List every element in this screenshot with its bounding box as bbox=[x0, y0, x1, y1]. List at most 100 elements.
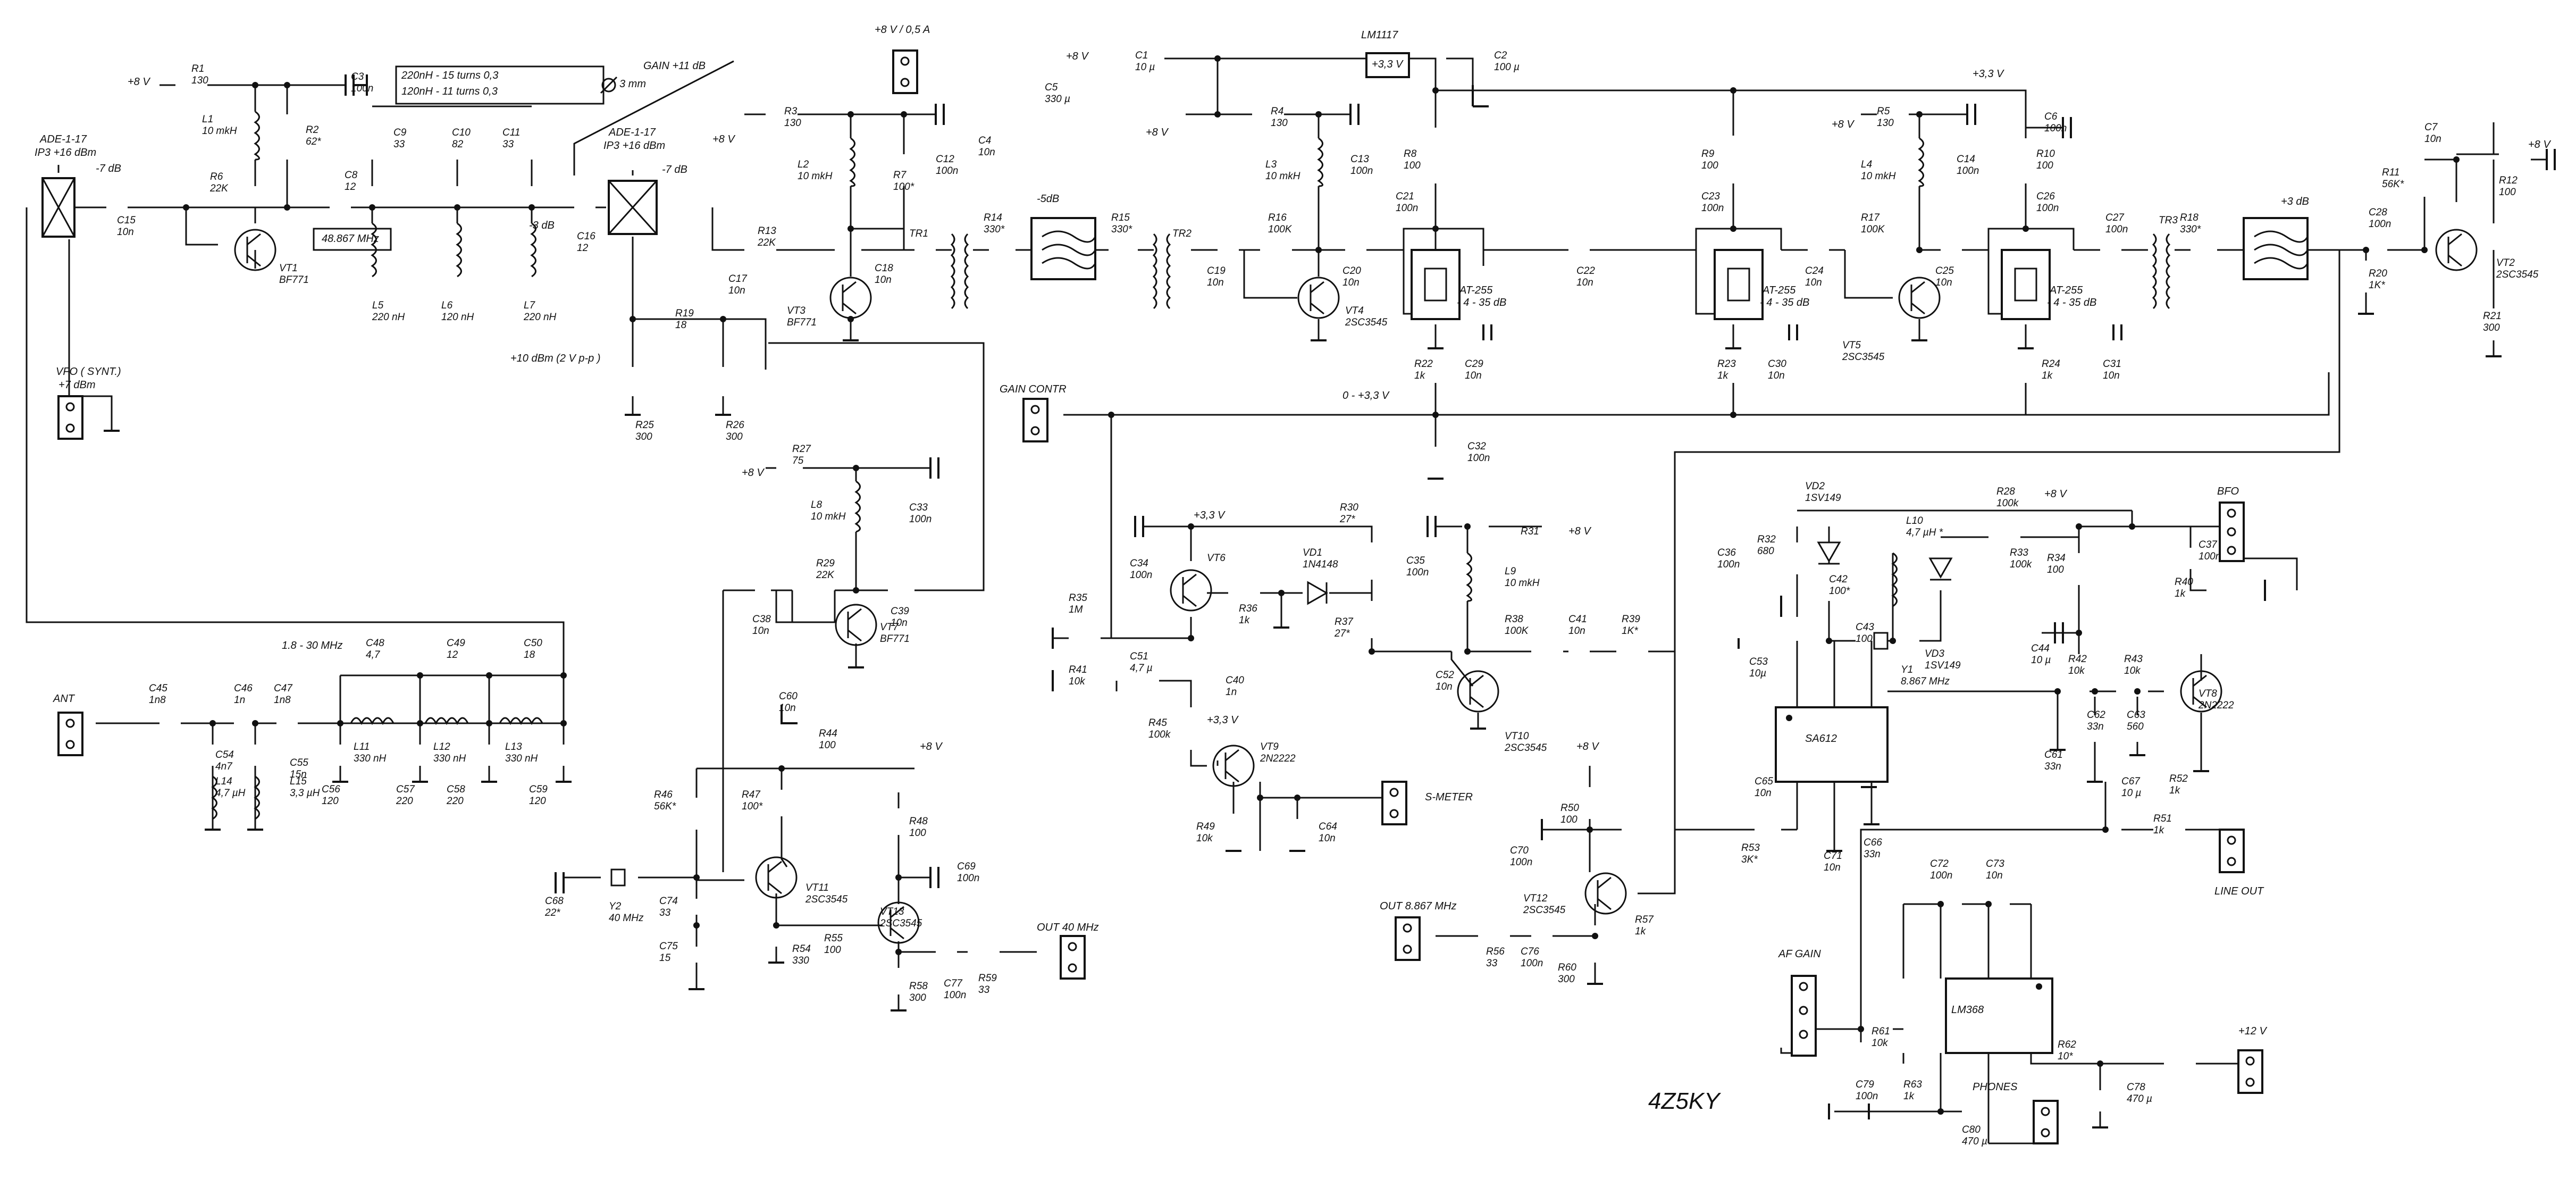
component-ref: L2 bbox=[798, 159, 809, 170]
component-value: 4,7 bbox=[366, 649, 381, 661]
component-value: 10 mkH bbox=[202, 126, 237, 137]
annotation-label: BFO bbox=[2217, 486, 2239, 497]
component-value: 56K* bbox=[2382, 179, 2404, 190]
component-value: 1SV149 bbox=[1805, 492, 1841, 504]
component-tr2: TR2 bbox=[1172, 228, 1191, 239]
component-ref: R3 bbox=[784, 106, 798, 117]
component-ref: C63 bbox=[2127, 709, 2145, 721]
component-ref: C24 bbox=[1805, 265, 1824, 277]
component-value: 10n bbox=[779, 703, 796, 714]
component-ref: R27 bbox=[792, 444, 811, 455]
component-value: 10n bbox=[752, 625, 769, 637]
component-value: 120 nH bbox=[441, 312, 474, 323]
component-ref: R63 bbox=[1903, 1079, 1922, 1090]
component-ref: R42 bbox=[2068, 654, 2087, 665]
component-value: 33 bbox=[978, 984, 990, 996]
component-value: 10k bbox=[1069, 676, 1086, 687]
component-value: BF771 bbox=[880, 633, 910, 645]
component-ref: VT4 bbox=[1345, 305, 1364, 316]
component-value: 1K* bbox=[2369, 280, 2385, 291]
component-ref: C6 bbox=[2044, 111, 2058, 122]
component-ref: R26 bbox=[726, 420, 744, 431]
component-value: 10 mkH bbox=[1505, 578, 1540, 589]
component-ref: C59 bbox=[529, 784, 548, 795]
component-ref: R21 bbox=[2483, 311, 2502, 322]
component-value: 1M bbox=[1069, 604, 1083, 615]
component-ref: C52 bbox=[1436, 670, 1454, 681]
block-outlines bbox=[41, 52, 2309, 1054]
component-value: 10n bbox=[978, 147, 995, 158]
component-value: 330* bbox=[2180, 224, 2201, 235]
component-ref: C65 bbox=[1755, 776, 1773, 787]
annotation-label: -5dB bbox=[1037, 193, 1059, 205]
component-ref: R45 bbox=[1148, 717, 1167, 729]
component-value: 2SC3545 bbox=[805, 894, 848, 905]
component-value: 1k bbox=[2169, 785, 2181, 796]
component-ref: R40 bbox=[2175, 576, 2193, 588]
component-value: 10n bbox=[1935, 277, 1952, 288]
annotation-label: S-METER bbox=[1425, 791, 1473, 803]
component-value: 10 µ bbox=[2031, 655, 2051, 666]
component-value: 100n bbox=[2044, 123, 2067, 134]
connectors bbox=[57, 49, 2263, 1144]
component-value: 10n bbox=[1465, 370, 1482, 381]
component-value: 12 bbox=[577, 243, 589, 254]
component-ref: L15 bbox=[290, 776, 307, 787]
component-value: 100 bbox=[1404, 160, 1421, 171]
component-ref: C29 bbox=[1465, 358, 1483, 370]
annotation-label: +10 dBm (2 V p-p ) bbox=[510, 353, 601, 364]
component-ref: C42 bbox=[1829, 574, 1848, 585]
component-ref: C44 bbox=[2031, 643, 2050, 654]
component-value: 300 bbox=[909, 992, 926, 1004]
annotation-label: ANT bbox=[53, 693, 75, 705]
component-ref: R50 bbox=[1560, 803, 1579, 814]
component-value: 100n bbox=[2036, 203, 2059, 214]
component-ref: C75 bbox=[659, 941, 678, 952]
component-value: 330* bbox=[1111, 224, 1132, 235]
component-value: 560 bbox=[2127, 721, 2144, 732]
annotation-label: ADE-1-17 bbox=[39, 133, 87, 145]
component-ref: R33 bbox=[2010, 547, 2028, 558]
component-ref: C38 bbox=[752, 614, 771, 625]
component-tr3: TR3 bbox=[2159, 215, 2178, 226]
component-ref: C9 bbox=[393, 127, 407, 138]
component-ref: L11 bbox=[354, 741, 370, 753]
component-value: 1k bbox=[1717, 370, 1729, 381]
component-ref: R55 bbox=[824, 933, 843, 944]
annotation-label: LM1117 bbox=[1361, 29, 1398, 41]
component-value: 100n bbox=[1510, 857, 1532, 868]
annotation-label: 1.8 - 30 MHz bbox=[282, 640, 342, 651]
component-ref: R34 bbox=[2047, 553, 2066, 564]
component-ref: L14 bbox=[215, 776, 232, 787]
component-ref: Y2 bbox=[609, 901, 622, 912]
component-ref: R23 bbox=[1717, 358, 1736, 370]
component-ref: VT6 bbox=[1207, 553, 1226, 564]
component-value: 330 nH bbox=[354, 753, 387, 764]
component-value: 18 bbox=[675, 320, 687, 331]
component-value: 100 bbox=[824, 944, 841, 956]
component-ref: C61 bbox=[2044, 749, 2063, 760]
component-value: 22K bbox=[757, 237, 776, 248]
component-ref: C36 bbox=[1717, 547, 1736, 558]
